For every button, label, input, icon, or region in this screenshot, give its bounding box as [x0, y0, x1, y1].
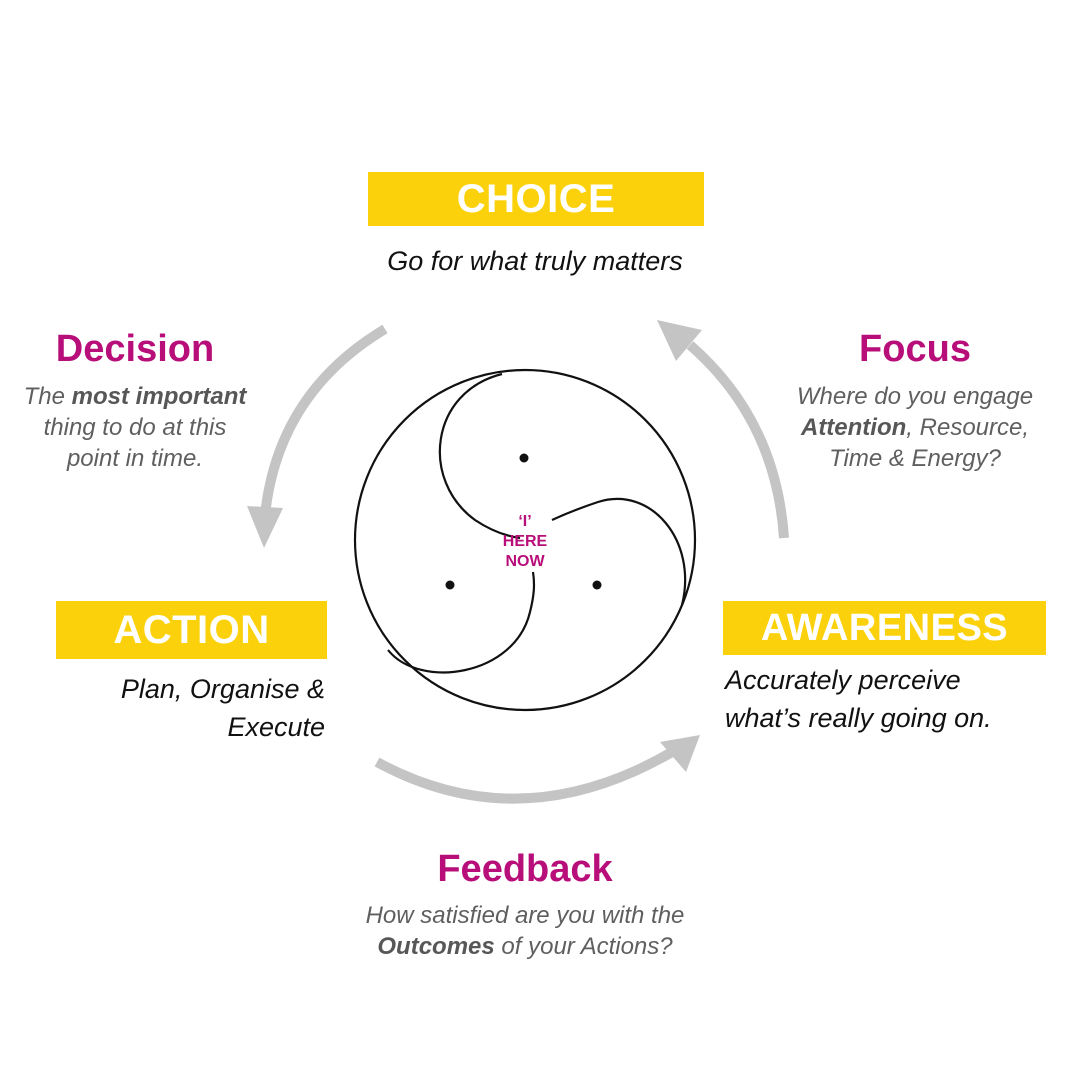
- focus-description: Where do you engage Attention, Resource,…: [770, 381, 1060, 474]
- outer-circle: [353, 368, 697, 712]
- feedback-arrow: [374, 735, 700, 804]
- awareness-description: Accurately perceive what’s really going …: [725, 661, 1045, 737]
- center-label: ‘I’ HERE NOW: [485, 512, 565, 572]
- choice-box: CHOICE: [368, 172, 704, 226]
- feedback-title: Feedback: [437, 848, 613, 890]
- feedback-line2-post: of your Actions?: [494, 933, 673, 960]
- decision-description-line2: thing to do at this: [43, 414, 227, 441]
- center-label-line2: HERE: [502, 533, 548, 550]
- decision-description: The most important thing to do at this p…: [5, 381, 265, 474]
- dot-left: [445, 580, 455, 590]
- focus-line2-post: , Resource,: [906, 414, 1030, 441]
- action-box: ACTION: [56, 601, 327, 659]
- action-label: ACTION: [113, 607, 270, 652]
- action-description-line2: Execute: [227, 712, 325, 742]
- center-label-line3: NOW: [505, 553, 545, 570]
- awareness-description-line1: Accurately perceive: [725, 665, 961, 695]
- decision-line1-bold: most important: [71, 383, 247, 410]
- decision-description-line1: The most important: [5, 381, 265, 412]
- focus-arrow: [657, 320, 789, 539]
- choice-label: CHOICE: [456, 176, 616, 221]
- decision-line1-pre: The: [23, 383, 72, 410]
- focus-line2-bold: Attention: [800, 414, 907, 441]
- focus-description-line3: Time & Energy?: [829, 445, 1001, 472]
- decision-arrow: [247, 324, 388, 548]
- choice-description: Go for what truly matters: [387, 246, 683, 276]
- spiral-arm-left: [387, 571, 536, 674]
- dot-top: [519, 453, 529, 463]
- awareness-label: AWARENESS: [760, 606, 1009, 649]
- feedback-line2-bold: Outcomes: [377, 933, 495, 960]
- action-description-line1: Plan, Organise &: [120, 674, 325, 704]
- spiral-arm-right: [551, 497, 687, 606]
- decision-description-line3: point in time.: [66, 445, 204, 472]
- triskelion-symbol: [353, 368, 697, 712]
- spiral-arm-top: [438, 372, 521, 540]
- awareness-description-line2: what’s really going on.: [725, 703, 992, 733]
- decision-title: Decision: [55, 328, 215, 370]
- action-description: Plan, Organise & Execute: [60, 670, 325, 746]
- feedback-description: How satisfied are you with the Outcomes …: [320, 900, 730, 962]
- focus-title: Focus: [859, 328, 971, 370]
- dot-right: [592, 580, 602, 590]
- awareness-box: AWARENESS: [723, 601, 1046, 655]
- feedback-description-line2: Outcomes of your Actions?: [320, 931, 730, 962]
- feedback-description-line1: How satisfied are you with the: [365, 902, 685, 929]
- focus-description-line2: Attention, Resource,: [770, 412, 1060, 443]
- focus-description-line1: Where do you engage: [796, 383, 1034, 410]
- center-label-line1: ‘I’: [518, 513, 532, 530]
